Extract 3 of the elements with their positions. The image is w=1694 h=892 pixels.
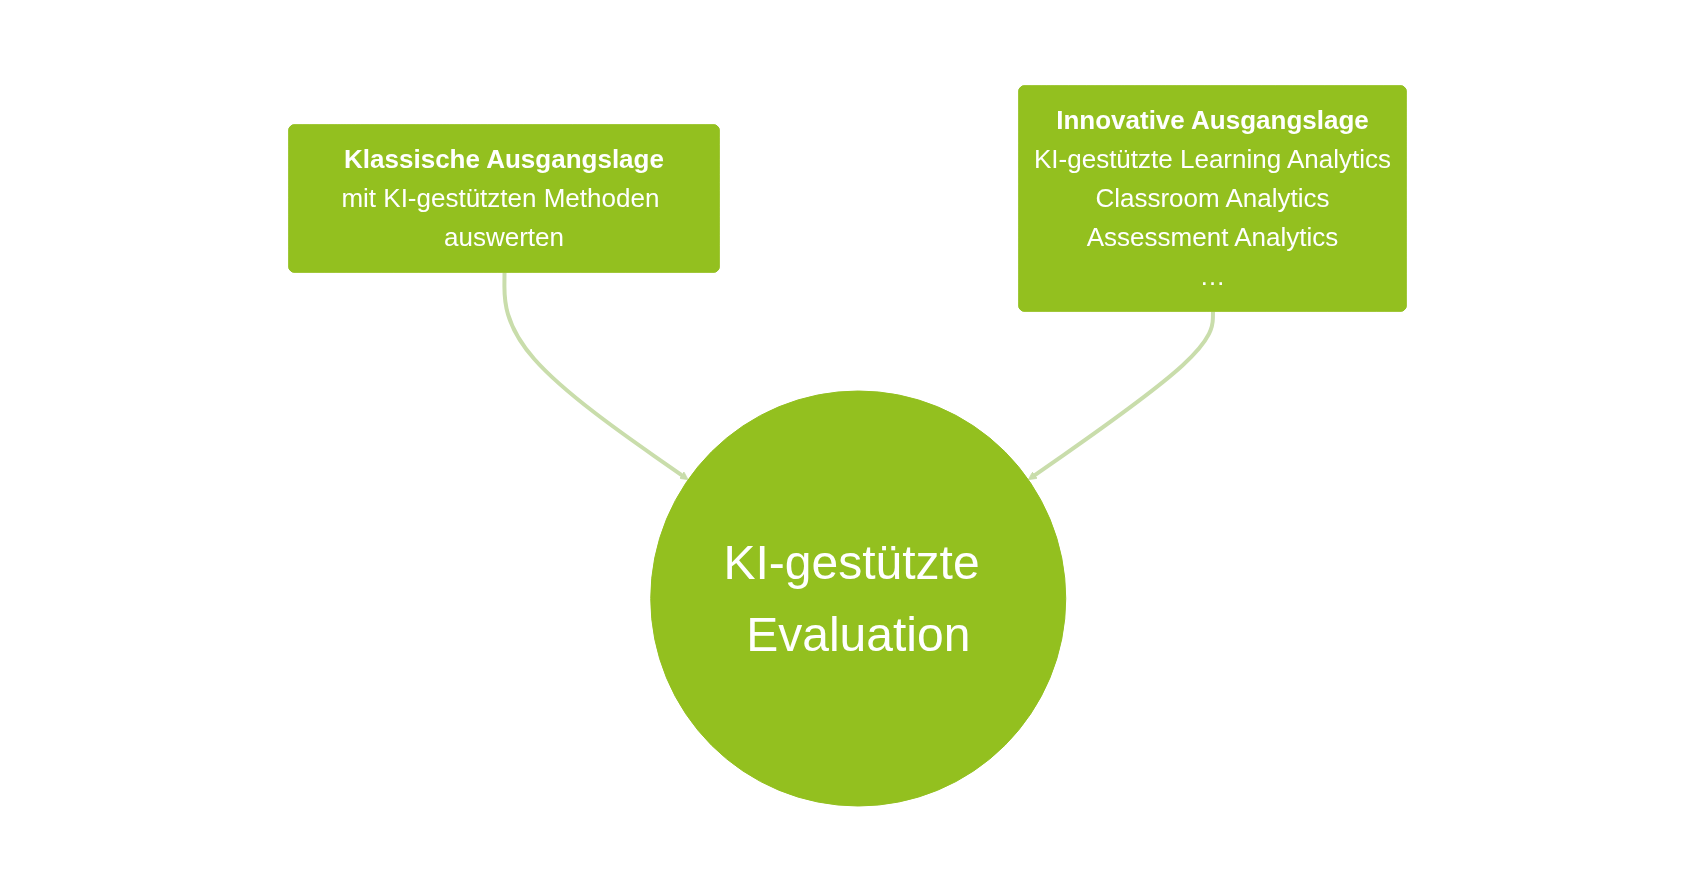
node-circle: KI-gestützte Evaluation — [649, 390, 1066, 807]
arrow — [1027, 311, 1215, 481]
arrow — [501, 272, 689, 481]
